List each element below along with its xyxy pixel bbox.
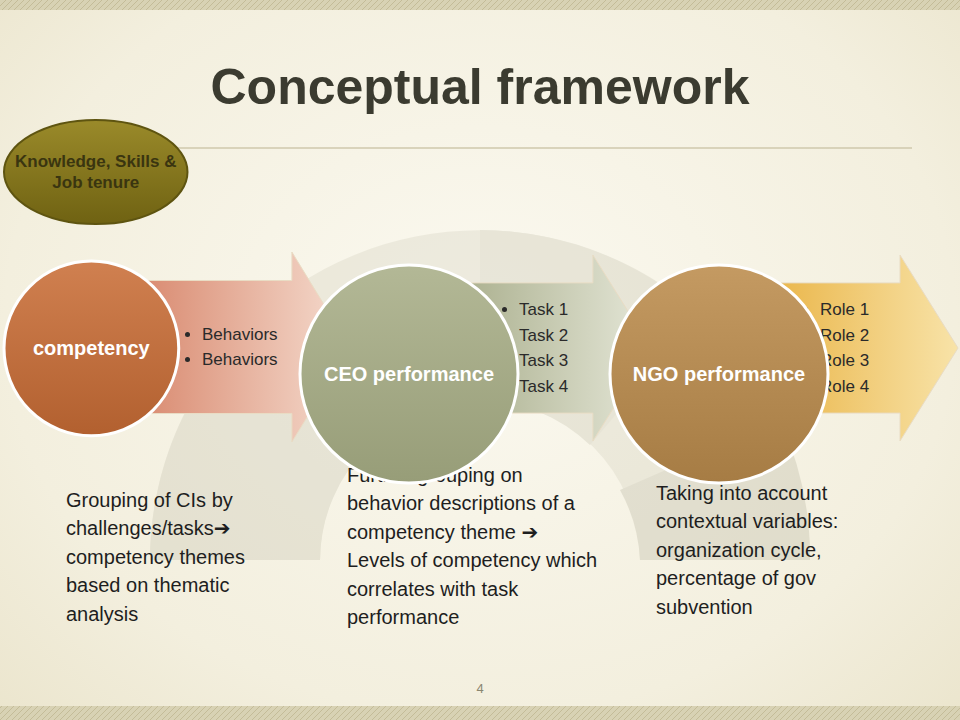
competency-circle: competency [2, 259, 181, 438]
ngo-performance-circle: NGO performance [608, 263, 830, 485]
note-text: Taking into account contextual variables… [656, 479, 888, 621]
bullet-item: Role 2 [820, 323, 958, 349]
ceo-performance-circle: CEO performance [298, 263, 520, 485]
bullet-item: Role 1 [820, 297, 958, 323]
bullet-item: Role 3 [820, 348, 958, 374]
node-text: NGO performance [617, 362, 821, 386]
node-text: CEO performance [308, 362, 510, 386]
ellipse-shape [2, 118, 190, 226]
top-bar [0, 0, 960, 10]
slide-title: Conceptual framework [0, 58, 960, 116]
page-number: 4 [470, 680, 490, 698]
title-rule [95, 147, 912, 149]
bottom-bar [0, 706, 960, 720]
note-text: Further grouping on behavior description… [347, 461, 599, 631]
context-ellipse: Knowledge, Skills & Job tenure [2, 118, 190, 226]
node-text: Knowledge, Skills & Job tenure [2, 151, 190, 194]
note-text: Grouping of CIs by challenges/tasks➔ com… [66, 486, 294, 628]
node-text: competency [17, 336, 166, 360]
bullet-item: Role 4 [820, 374, 958, 400]
